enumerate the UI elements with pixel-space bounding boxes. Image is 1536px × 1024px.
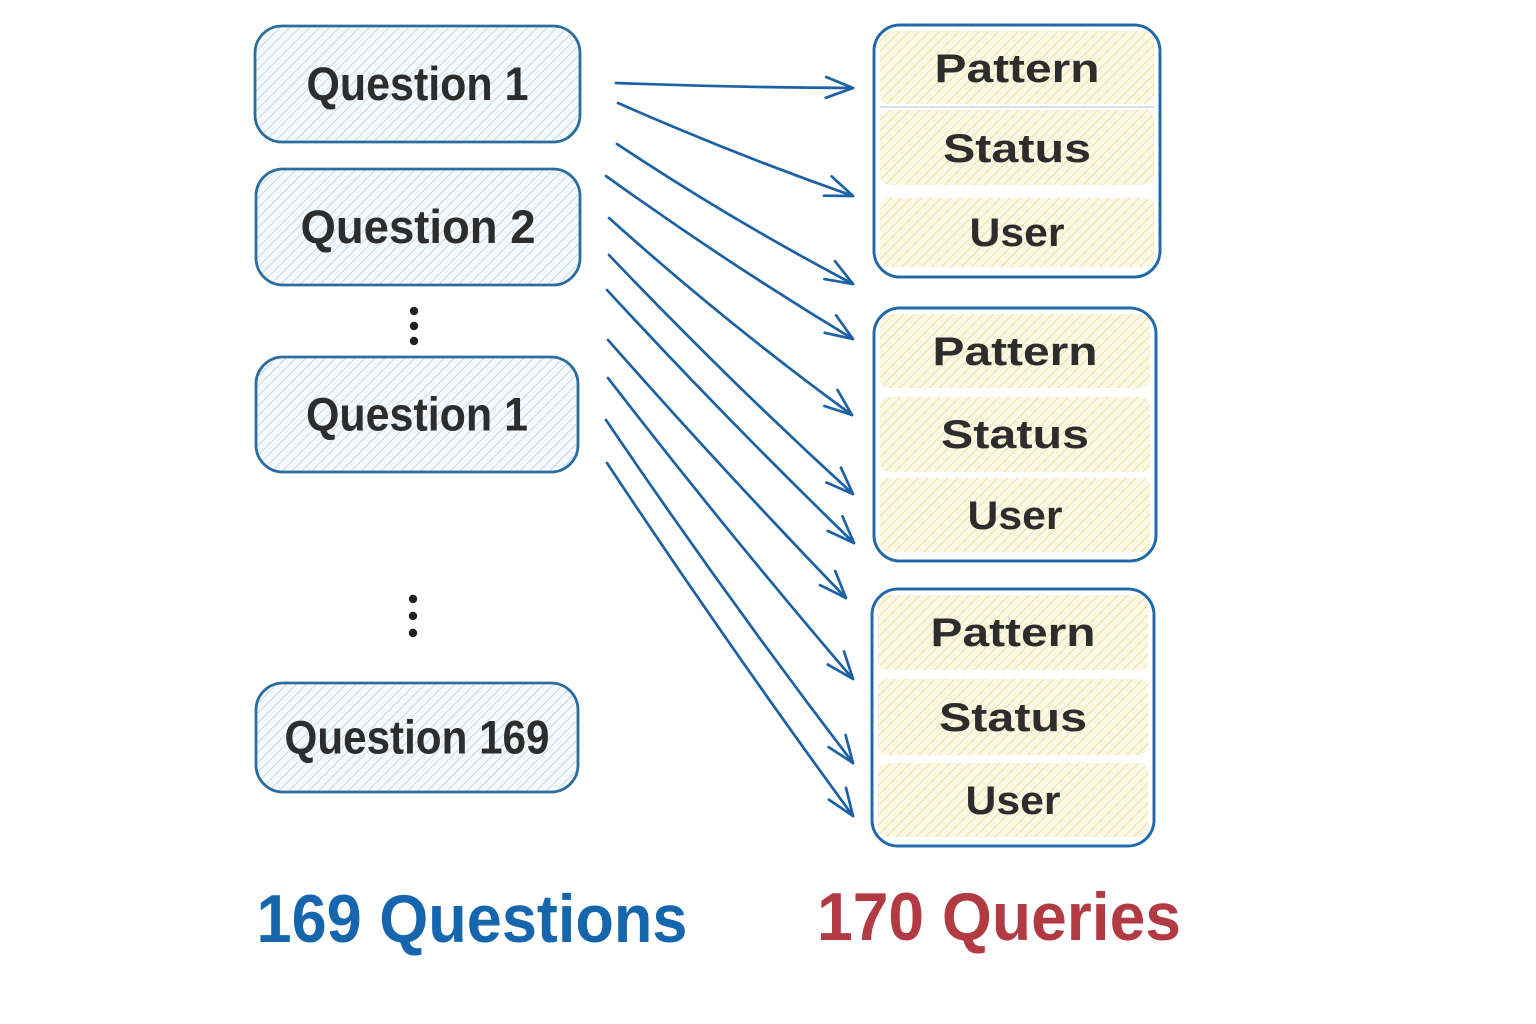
svg-text:Pattern: Pattern — [931, 611, 1096, 655]
svg-text:Question 2: Question 2 — [301, 200, 536, 253]
svg-text:Status: Status — [941, 413, 1089, 457]
svg-text:170 Queries: 170 Queries — [817, 879, 1181, 955]
svg-text:User: User — [966, 779, 1061, 823]
svg-text:Pattern: Pattern — [935, 47, 1100, 91]
svg-text:Question 1: Question 1 — [306, 388, 528, 441]
svg-text:Status: Status — [939, 696, 1087, 740]
svg-text:Question 1: Question 1 — [307, 57, 529, 110]
svg-text:User: User — [968, 494, 1063, 538]
svg-text:User: User — [970, 211, 1065, 255]
svg-text:Pattern: Pattern — [933, 330, 1098, 374]
svg-text:Status: Status — [943, 127, 1091, 171]
svg-text:Question 169: Question 169 — [285, 711, 550, 764]
svg-text:169 Questions: 169 Questions — [257, 881, 688, 957]
